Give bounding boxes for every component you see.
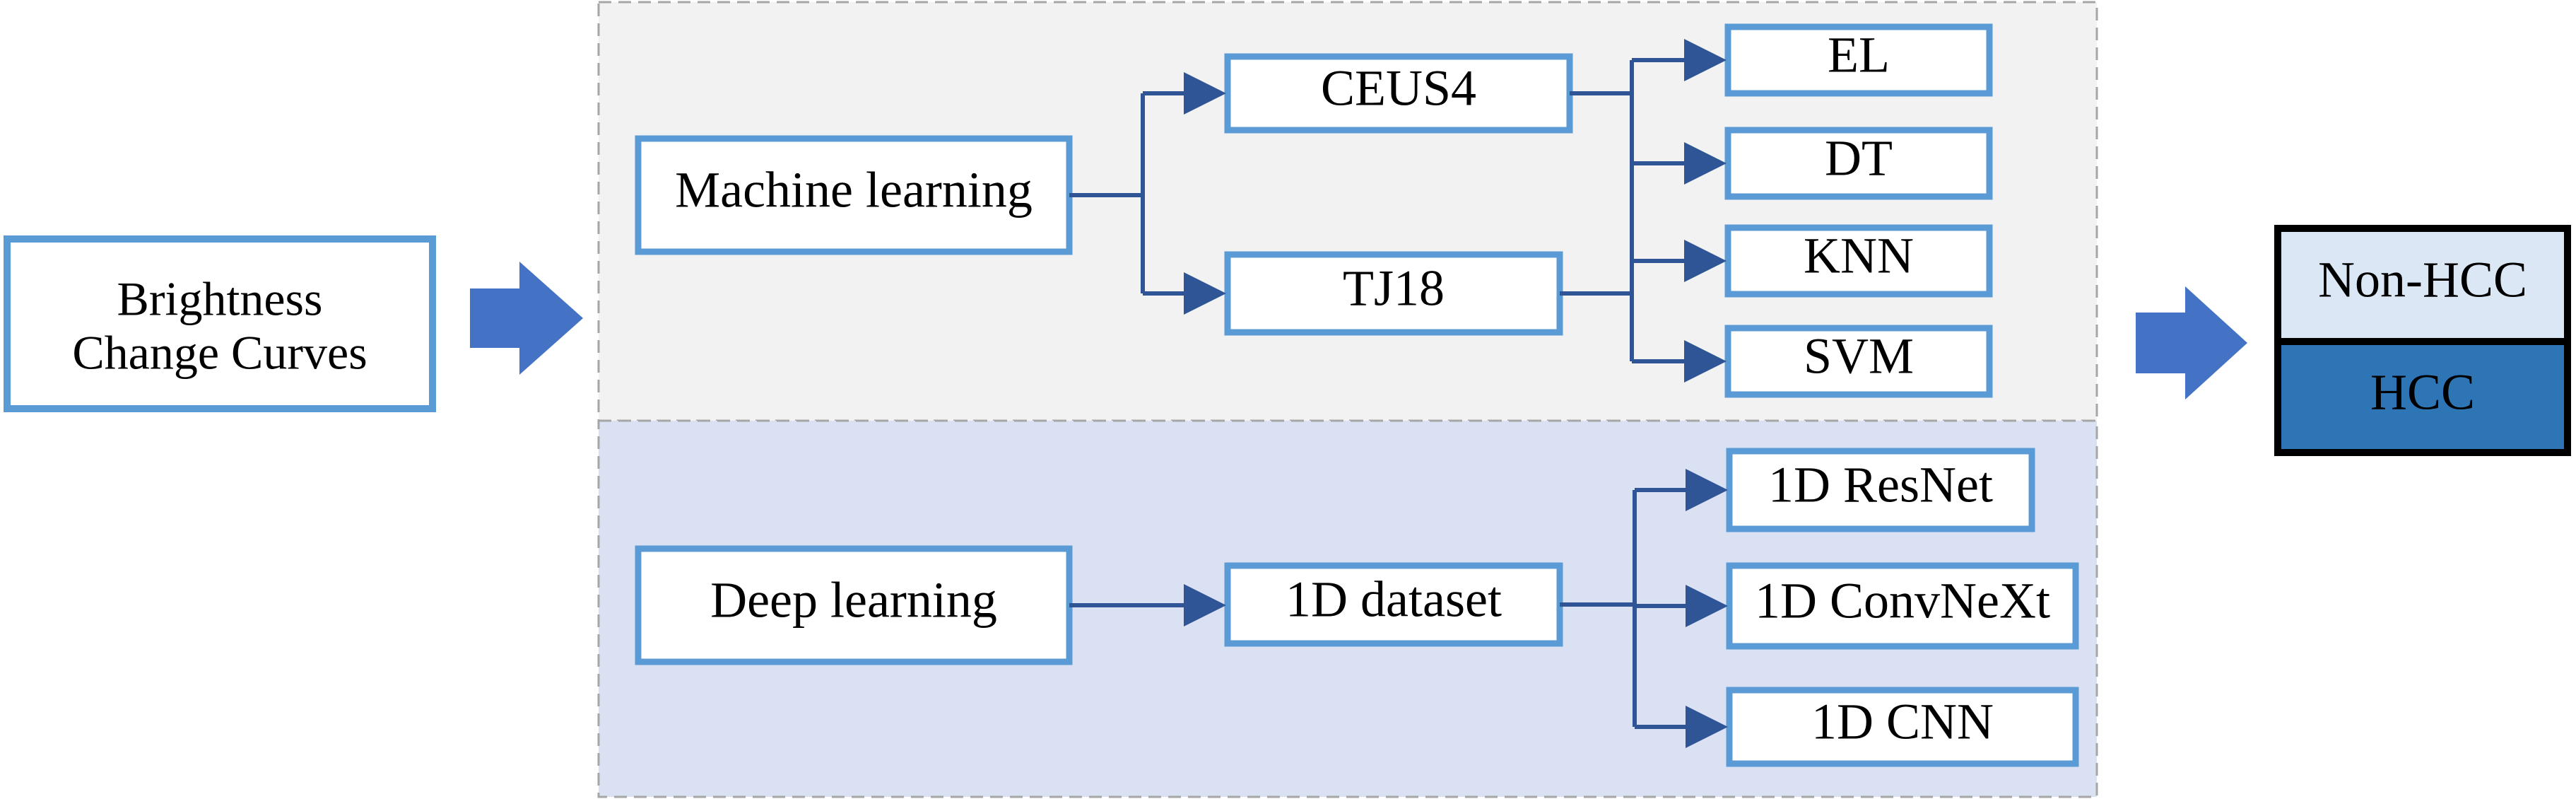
model-box-1d-convnext xyxy=(1726,562,2079,650)
dataset-box-ceus4 xyxy=(1224,53,1573,134)
model-box-1d-resnet xyxy=(1726,448,2035,532)
input-box xyxy=(4,235,436,412)
model-label-1d-resnet: 1D ResNet xyxy=(1768,457,1993,513)
input-label-line2: Change Curves xyxy=(72,326,367,380)
model-label-1d-cnn: 1D CNN xyxy=(1811,694,1994,750)
dataset-label-ceus4: CEUS4 xyxy=(1321,60,1476,117)
input-label-line1: Brightness xyxy=(117,272,323,326)
output-non-hcc-label: Non-HCC xyxy=(2318,252,2527,308)
model-label-svm: SVM xyxy=(1804,328,1914,385)
dataset-box-tj18 xyxy=(1224,251,1563,336)
model-box-1d-cnn xyxy=(1726,687,2079,767)
machine-learning-label: Machine learning xyxy=(675,162,1033,218)
dl-dataset-to-models-connector xyxy=(1560,490,1637,727)
dataset-label-1d: 1D dataset xyxy=(1286,571,1502,628)
dataset-box-1d xyxy=(1224,562,1563,647)
model-box-el xyxy=(1724,23,1993,97)
model-label-knn: KNN xyxy=(1804,228,1914,284)
machine-learning-box xyxy=(635,135,1073,255)
ml-to-datasets-connector xyxy=(1069,93,1145,293)
output-non-hcc-box xyxy=(2274,225,2571,345)
datasets-to-models-connector xyxy=(1560,60,1634,361)
model-box-svm xyxy=(1724,325,1993,398)
dataset-label-tj18: TJ18 xyxy=(1343,260,1445,317)
deep-learning-label: Deep learning xyxy=(710,572,997,629)
model-box-knn xyxy=(1724,224,1993,298)
model-label-1d-convnext: 1D ConvNeXt xyxy=(1755,573,2050,629)
output-hcc-box xyxy=(2274,338,2571,456)
input-to-methods-arrow xyxy=(470,262,583,375)
model-label-el: EL xyxy=(1828,27,1890,83)
deep-learning-box xyxy=(635,545,1073,665)
output-hcc-label: HCC xyxy=(2370,364,2475,421)
model-box-dt xyxy=(1724,127,1993,200)
methods-to-output-arrow xyxy=(2136,286,2247,400)
model-label-dt: DT xyxy=(1825,130,1893,187)
